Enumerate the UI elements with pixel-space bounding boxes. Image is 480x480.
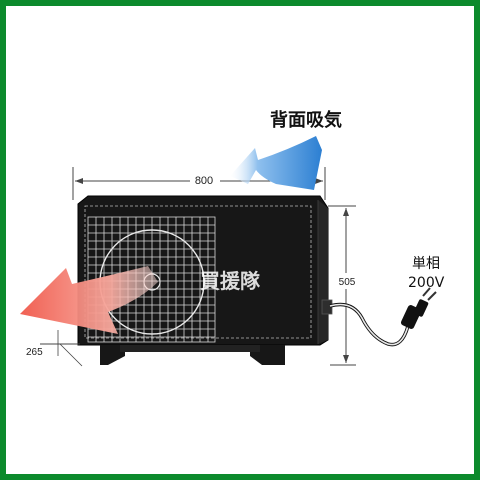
width-label-bg <box>190 172 220 188</box>
exhaust-arrow-icon <box>20 266 158 334</box>
height-label-bg <box>337 273 357 289</box>
rear-intake-label: 背面吸気 <box>270 109 342 131</box>
height-label: 505 <box>339 277 356 288</box>
power-cable <box>329 302 410 347</box>
watermark-text: 買援隊 <box>200 269 261 293</box>
power-plug-icon <box>400 287 437 329</box>
voltage-label: 200V <box>408 275 445 291</box>
depth-dimension <box>40 330 83 367</box>
power-phase-label: 単相 <box>412 256 440 272</box>
intake-arrow-icon <box>230 136 322 190</box>
width-label: 800 <box>195 175 213 187</box>
depth-label: 265 <box>26 347 43 358</box>
